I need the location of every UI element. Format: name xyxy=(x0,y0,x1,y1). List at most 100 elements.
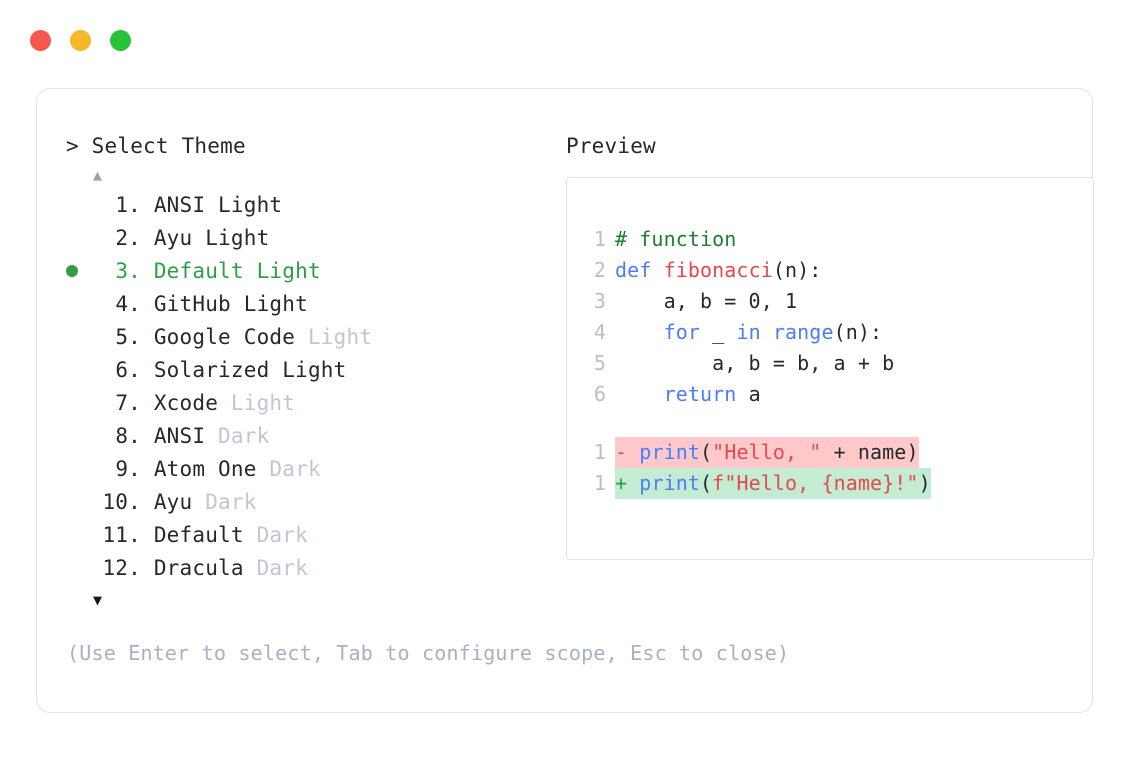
code-token: a, b = 0, 1 xyxy=(615,289,798,313)
theme-variant: Light xyxy=(192,226,270,250)
code-text: # function xyxy=(615,224,736,255)
theme-name: GitHub xyxy=(141,292,231,316)
close-icon[interactable] xyxy=(30,30,51,51)
code-text: return a xyxy=(615,379,761,410)
code-token: a, b = b, a + b xyxy=(615,351,895,375)
maximize-icon[interactable] xyxy=(110,30,131,51)
selection-bullet-icon xyxy=(66,257,95,290)
line-number: 6 xyxy=(593,382,606,406)
theme-list-item[interactable]: 3. Default Light xyxy=(66,255,536,288)
diff-content: + print(f"Hello, {name}!") xyxy=(615,468,931,499)
theme-list-item[interactable]: 11. Default Dark xyxy=(66,519,536,552)
code-token: return xyxy=(663,382,737,406)
theme-list-item[interactable]: 12. Dracula Dark xyxy=(66,552,536,585)
code-token: f"Hello, {name}!" xyxy=(712,471,919,495)
code-line: 1# function xyxy=(589,224,1093,255)
code-token: # function xyxy=(615,227,737,251)
scroll-down-icon[interactable]: ▼ xyxy=(93,591,103,609)
code-token: in range xyxy=(736,320,834,344)
code-token: (n): xyxy=(772,258,822,282)
diff-area: 1- print("Hello, " + name)1+ print(f"Hel… xyxy=(567,437,1093,499)
theme-name: Solarized xyxy=(141,358,270,382)
keyboard-hint: (Use Enter to select, Tab to configure s… xyxy=(67,641,790,665)
line-number: 3 xyxy=(593,289,606,313)
theme-variant: Light xyxy=(269,358,347,382)
theme-index: 7. xyxy=(115,391,141,415)
scroll-up-icon[interactable]: ▲ xyxy=(93,166,103,184)
window-titlebar xyxy=(30,30,131,51)
theme-index: 9. xyxy=(115,457,141,481)
code-text: a, b = 0, 1 xyxy=(615,286,797,317)
line-number: 2 xyxy=(593,258,606,282)
code-token: + name) xyxy=(821,440,919,464)
theme-index: 5. xyxy=(115,325,141,349)
minimize-icon[interactable] xyxy=(70,30,91,51)
theme-list-item[interactable]: 9. Atom One Dark xyxy=(66,453,536,486)
code-line: 3 a, b = 0, 1 xyxy=(589,286,1093,317)
theme-variant: Dark xyxy=(243,523,308,547)
code-text: def fibonacci(n): xyxy=(615,255,821,286)
code-token: print xyxy=(639,440,701,464)
theme-name: ANSI xyxy=(141,424,206,448)
diff-line-add: 1 + print(f"Hello, {name}!") xyxy=(589,468,1093,499)
code-token: print xyxy=(639,471,701,495)
theme-variant: Dark xyxy=(205,424,270,448)
diff-content: - print("Hello, " + name) xyxy=(615,437,919,468)
theme-index: 3. xyxy=(115,259,141,283)
prompt-label: > Select Theme xyxy=(66,134,246,158)
theme-index: 11. xyxy=(102,523,141,547)
line-number: 1 xyxy=(593,471,606,495)
theme-variant: Light xyxy=(243,259,321,283)
theme-name: Default xyxy=(141,523,244,547)
diff-sign: - xyxy=(615,440,640,464)
theme-list-item[interactable]: 6. Solarized Light xyxy=(66,354,536,387)
code-token xyxy=(615,320,664,344)
diff-sign: + xyxy=(615,471,640,495)
code-line: 2 def fibonacci(n): xyxy=(589,255,1093,286)
theme-variant: Dark xyxy=(256,457,321,481)
theme-variant: Light xyxy=(218,391,296,415)
theme-index: 10. xyxy=(102,490,141,514)
theme-list-item[interactable]: 8. ANSI Dark xyxy=(66,420,536,453)
theme-variant: Dark xyxy=(192,490,257,514)
theme-list-item[interactable]: 7. Xcode Light xyxy=(66,387,536,420)
code-token: for xyxy=(663,320,701,344)
code-token: (n): xyxy=(833,320,883,344)
theme-variant: Light xyxy=(295,325,373,349)
theme-name: Dracula xyxy=(141,556,244,580)
theme-index: 6. xyxy=(115,358,141,382)
theme-name: Ayu xyxy=(141,490,193,514)
code-token: ( xyxy=(700,471,713,495)
theme-list-item[interactable]: 1. ANSI Light xyxy=(66,189,536,222)
code-line: 4 for _ in range(n): xyxy=(589,317,1093,348)
theme-list-item[interactable]: 10. Ayu Dark xyxy=(66,486,536,519)
code-token: def xyxy=(615,258,664,282)
theme-list-item[interactable]: 4. GitHub Light xyxy=(66,288,536,321)
theme-index: 2. xyxy=(115,226,141,250)
code-token: a xyxy=(736,382,761,406)
theme-index: 4. xyxy=(115,292,141,316)
code-token: fibonacci xyxy=(663,258,773,282)
line-number: 5 xyxy=(593,351,606,375)
theme-index: 8. xyxy=(115,424,141,448)
code-text: a, b = b, a + b xyxy=(615,348,894,379)
theme-variant: Dark xyxy=(243,556,308,580)
code-text: for _ in range(n): xyxy=(615,317,882,348)
theme-variant: Light xyxy=(230,292,308,316)
code-line: 6 return a xyxy=(589,379,1093,410)
code-line: 5 a, b = b, a + b xyxy=(589,348,1093,379)
theme-list-item[interactable]: 5. Google Code Light xyxy=(66,321,536,354)
preview-title: Preview xyxy=(566,134,656,158)
theme-list-item[interactable]: 2. Ayu Light xyxy=(66,222,536,255)
code-token: _ xyxy=(700,320,737,344)
theme-index: 1. xyxy=(115,193,141,217)
code-token: ( xyxy=(700,440,713,464)
theme-name: ANSI xyxy=(141,193,206,217)
diff-line-del: 1- print("Hello, " + name) xyxy=(589,437,1093,468)
